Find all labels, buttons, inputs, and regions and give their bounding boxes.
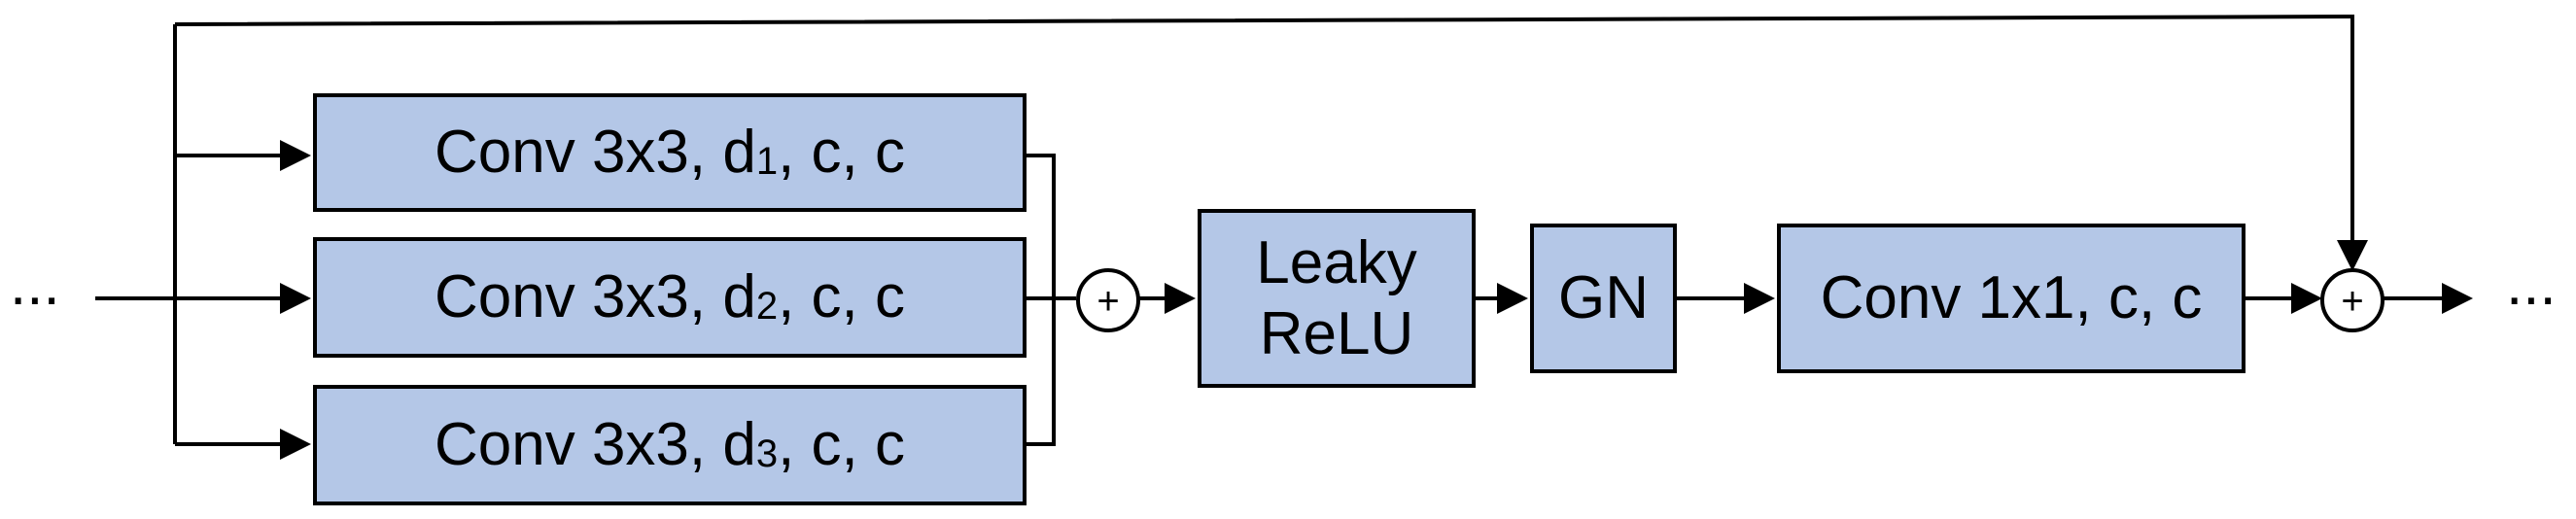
skip-connection xyxy=(174,14,2368,271)
conv-d2-box: Conv 3x3, d2, c, c xyxy=(313,237,1027,358)
conv-d1-label: Conv 3x3, d1, c, c xyxy=(434,119,905,187)
gn-label: GN xyxy=(1558,264,1649,332)
sum-symbol-1: + xyxy=(1097,280,1119,323)
left-ellipsis: ... xyxy=(10,251,60,318)
conv-d3-label: Conv 3x3, d3, c, c xyxy=(434,411,905,479)
conv-d3-box: Conv 3x3, d3, c, c xyxy=(313,385,1027,505)
leaky-relu-line1: Leaky xyxy=(1256,228,1417,296)
conv-d2-label: Conv 3x3, d2, c, c xyxy=(434,263,905,331)
conv-1x1-label: Conv 1x1, c, c xyxy=(1820,264,2203,332)
sum-symbol-2: + xyxy=(2341,280,2363,323)
conv-1x1-box: Conv 1x1, c, c xyxy=(1777,224,2245,373)
leaky-relu-line2: ReLU xyxy=(1259,300,1414,367)
right-ellipsis: ... xyxy=(2506,251,2557,318)
gn-box: GN xyxy=(1530,224,1677,373)
conv-d1-box: Conv 3x3, d1, c, c xyxy=(313,93,1027,212)
leaky-relu-box: Leaky ReLU xyxy=(1198,209,1476,388)
